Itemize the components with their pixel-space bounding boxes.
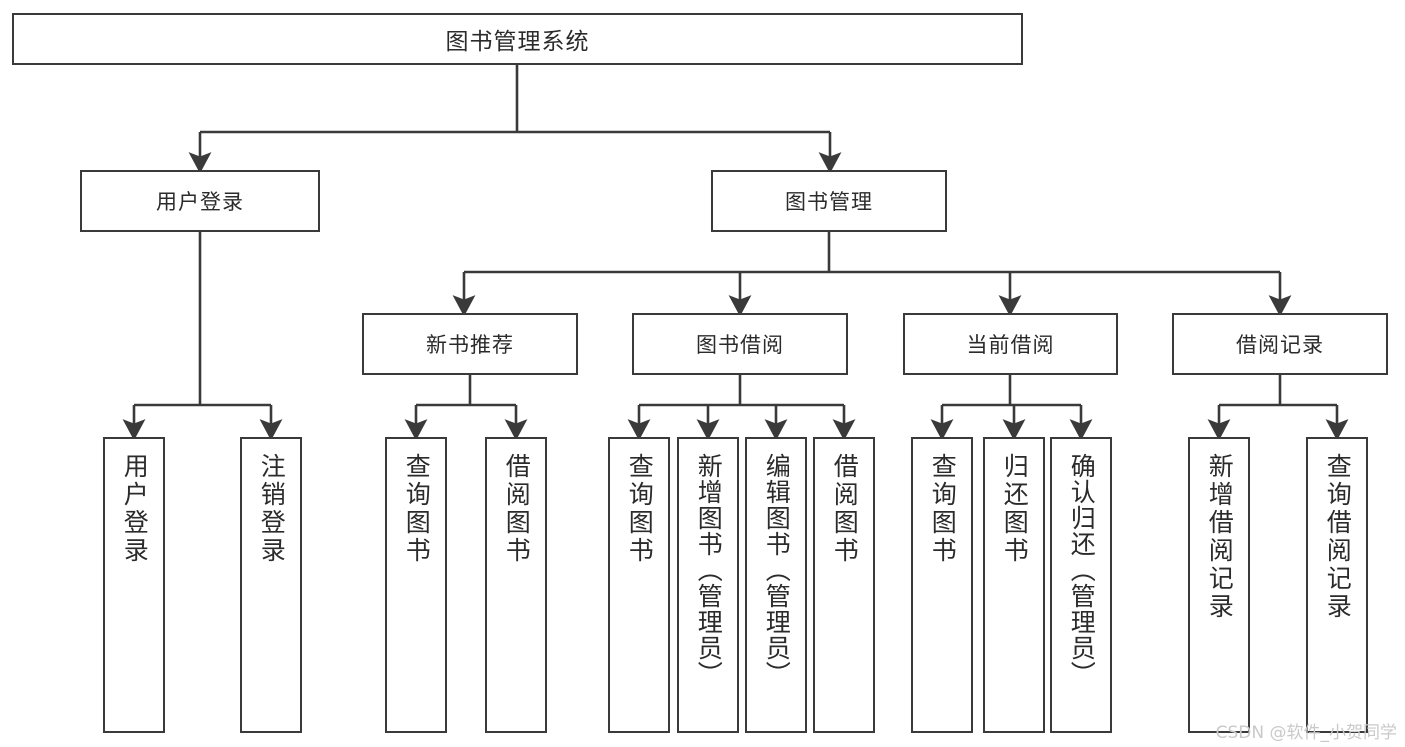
node-label: 查询图书 [928, 453, 958, 565]
leaf-confirm-return-admin[interactable]: 确认归还（管理员） [1050, 437, 1112, 733]
node-label: 查询图书 [625, 453, 655, 565]
leaf-query-book-borrow[interactable]: 查询图书 [608, 437, 670, 733]
node-label: 编辑图书（管理员） [762, 453, 792, 687]
node-label: 图书管理 [785, 190, 873, 214]
node-label: 新书推荐 [426, 333, 514, 357]
node-borrow-record[interactable]: 借阅记录 [1172, 313, 1388, 375]
node-label: 图书管理系统 [445, 29, 590, 55]
node-root-system[interactable]: 图书管理系统 [12, 13, 1023, 65]
node-user-login[interactable]: 用户登录 [80, 170, 320, 232]
node-book-borrow[interactable]: 图书借阅 [632, 313, 848, 375]
leaf-borrow-book-newrec[interactable]: 借阅图书 [485, 437, 547, 733]
leaf-query-borrow-record[interactable]: 查询借阅记录 [1306, 437, 1368, 733]
node-label: 用户登录 [156, 190, 244, 214]
leaf-return-book[interactable]: 归还图书 [983, 437, 1045, 733]
node-label: 当前借阅 [966, 333, 1055, 357]
node-book-manage[interactable]: 图书管理 [711, 170, 947, 232]
node-new-book-rec[interactable]: 新书推荐 [362, 313, 578, 375]
node-label: 借阅记录 [1236, 333, 1324, 357]
leaf-add-borrow-record[interactable]: 新增借阅记录 [1188, 437, 1250, 733]
node-label: 图书借阅 [696, 333, 784, 357]
node-label: 注销登录 [257, 453, 287, 565]
node-label: 借阅图书 [502, 453, 532, 565]
leaf-logout[interactable]: 注销登录 [240, 437, 302, 733]
leaf-query-book-newrec[interactable]: 查询图书 [385, 437, 447, 733]
leaf-edit-book-admin[interactable]: 编辑图书（管理员） [745, 437, 807, 733]
node-label: 查询图书 [402, 453, 432, 565]
node-label: 归还图书 [1000, 453, 1030, 565]
leaf-borrow-book[interactable]: 借阅图书 [813, 437, 875, 733]
node-label: 新增借阅记录 [1205, 453, 1235, 621]
leaf-add-book-admin[interactable]: 新增图书（管理员） [677, 437, 739, 733]
node-label: 新增图书（管理员） [694, 453, 724, 687]
node-label: 借阅图书 [830, 453, 860, 565]
leaf-user-login[interactable]: 用户登录 [103, 437, 165, 733]
node-label: 用户登录 [120, 453, 150, 565]
node-label: 查询借阅记录 [1323, 453, 1353, 621]
node-current-borrow[interactable]: 当前借阅 [903, 313, 1118, 375]
leaf-query-book-current[interactable]: 查询图书 [911, 437, 973, 733]
node-label: 确认归还（管理员） [1067, 453, 1097, 687]
